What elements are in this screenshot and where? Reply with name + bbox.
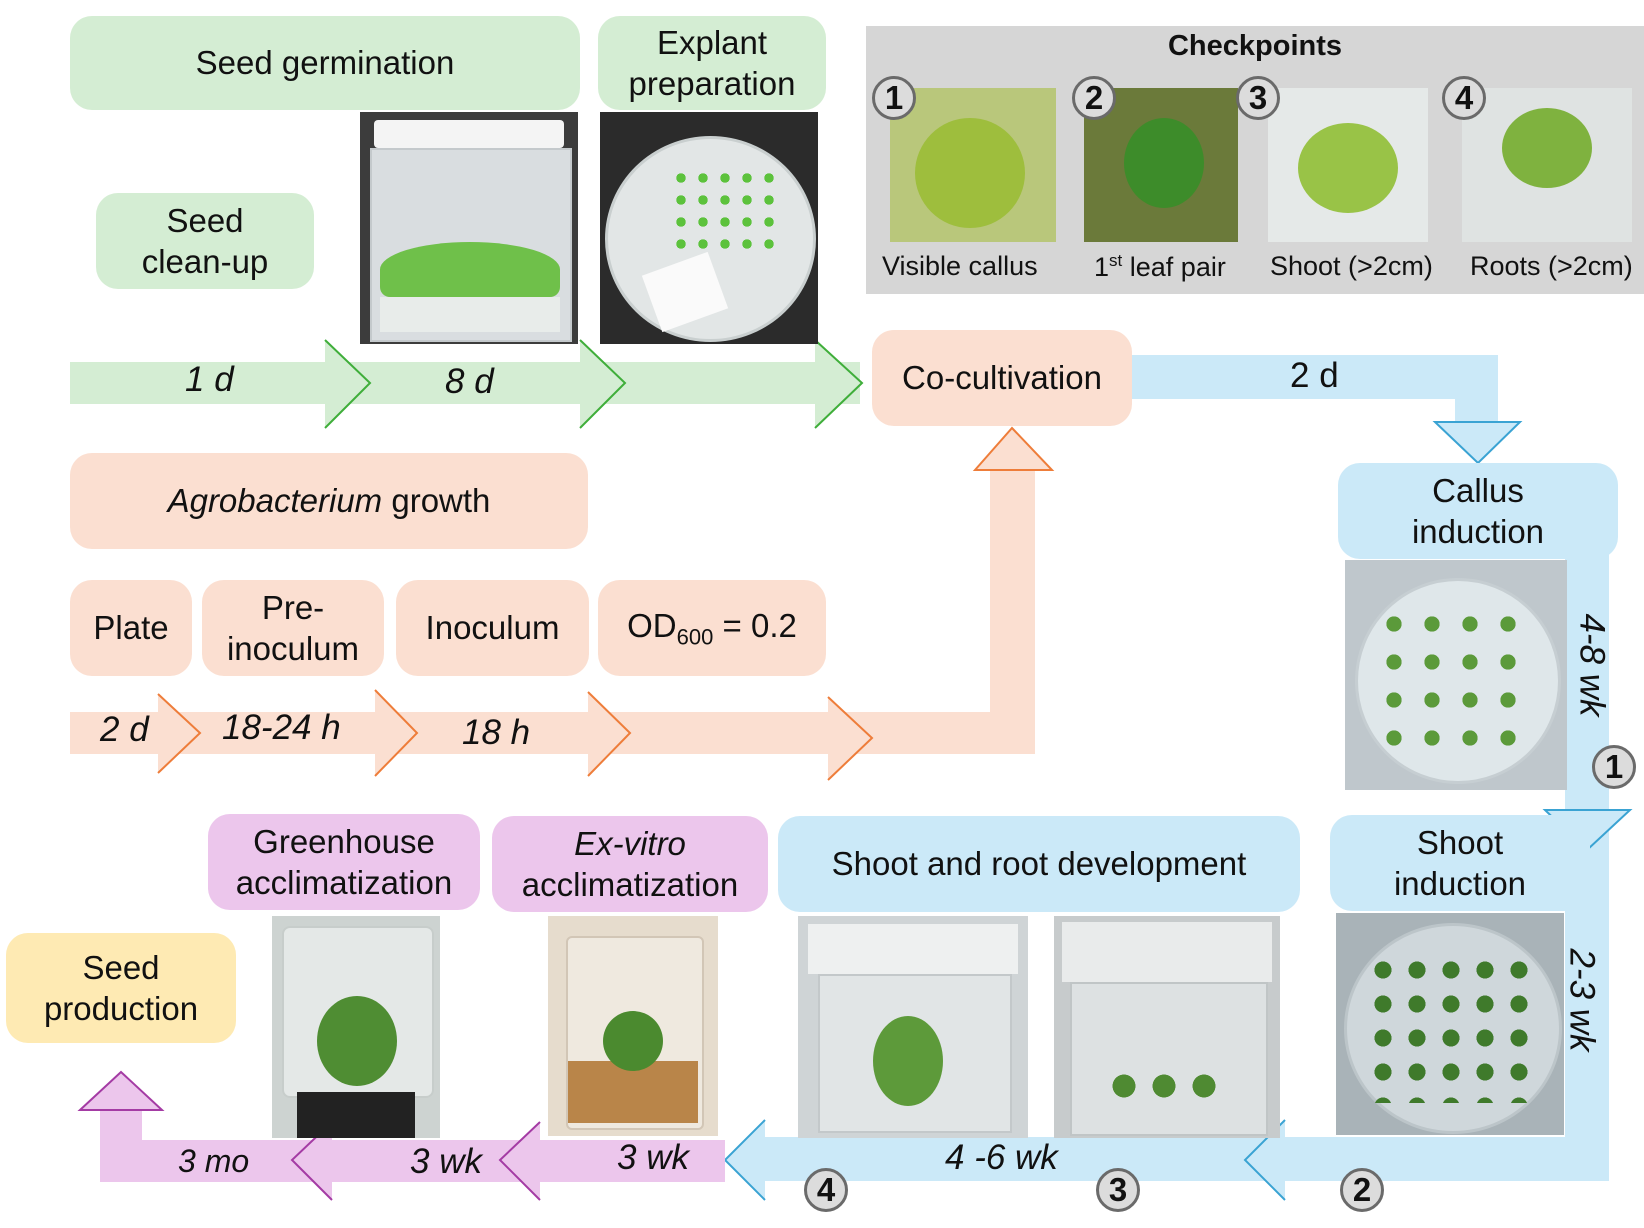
badge-4: 4 xyxy=(804,1168,848,1212)
salmon-timeline-band xyxy=(70,712,1035,754)
checkpoint-badge-4: 4 xyxy=(1442,76,1486,120)
green-chevron-1 xyxy=(324,339,372,429)
blue-top-band xyxy=(1130,355,1498,399)
badge-2: 2 xyxy=(1340,1168,1384,1212)
development-box-photo-1 xyxy=(798,916,1028,1138)
shoot-dish-photo xyxy=(1336,913,1564,1135)
blue-top-down-band xyxy=(1455,355,1498,423)
checkpoint-shoot-photo xyxy=(1268,88,1428,242)
salmon-chevron-1 xyxy=(157,693,202,774)
duration-preinoculum: 18-24 h xyxy=(222,708,341,747)
seed-production-box: Seed production xyxy=(6,933,236,1043)
checkpoint-roots-photo xyxy=(1462,88,1632,242)
seed-production-label: Seed production xyxy=(43,948,199,1027)
green-timeline-band xyxy=(70,362,860,404)
checkpoint-badge-3: 3 xyxy=(1236,76,1280,120)
germination-container-photo xyxy=(360,112,578,344)
blue-arrowhead-to-callus xyxy=(1432,421,1523,465)
shoot-induction-label: Shoot induction xyxy=(1393,823,1527,902)
checkpoint-caption-roots: Roots (>2cm) xyxy=(1470,251,1633,281)
preinoculum-box: Pre-inoculum xyxy=(202,580,384,676)
salmon-up-arrowhead xyxy=(972,426,1055,471)
checkpoint-callus-photo xyxy=(890,88,1056,242)
duration-plate: 2 d xyxy=(100,710,149,749)
checkpoint-caption-callus: Visible callus xyxy=(882,251,1038,281)
seed-cleanup-box: Seed clean-up xyxy=(96,193,314,289)
development-label: Shoot and root development xyxy=(831,845,1247,883)
cocultivation-box: Co-cultivation xyxy=(872,330,1132,426)
green-chevron-3 xyxy=(814,339,864,429)
pink-vertical-band xyxy=(100,1108,142,1182)
inoculum-box: Inoculum xyxy=(396,580,589,676)
blue-left-chevron-2 xyxy=(723,1119,766,1201)
duration-exvitro: 3 wk xyxy=(617,1138,689,1177)
explant-dish-photo xyxy=(600,112,818,344)
pink-bottom-band xyxy=(100,1140,725,1182)
checkpoint-caption-leaf: 1st leaf pair xyxy=(1094,251,1226,282)
pink-up-arrowhead xyxy=(77,1070,165,1111)
greenhouse-box: Greenhouse acclimatization xyxy=(208,814,480,910)
checkpoint-badge-1: 1 xyxy=(872,76,916,120)
checkpoints-title: Checkpoints xyxy=(1167,30,1343,62)
seed-cleanup-label: Seed clean-up xyxy=(141,201,269,280)
checkpoint-badge-2: 2 xyxy=(1072,76,1116,120)
duration-inoculum: 18 h xyxy=(462,713,531,752)
duration-cocultivation: 2 d xyxy=(1290,356,1339,395)
exvitro-jar-photo xyxy=(548,916,718,1136)
shoot-induction-box: Shoot induction xyxy=(1330,815,1590,911)
checkpoint-caption-shoot: Shoot (>2cm) xyxy=(1270,251,1433,281)
salmon-chevron-2 xyxy=(374,689,419,777)
callus-induction-box: Callus induction xyxy=(1338,463,1618,559)
plate-label: Plate xyxy=(93,609,169,647)
seed-germination-box: Seed germination xyxy=(70,16,580,110)
cocultivation-label: Co-cultivation xyxy=(902,359,1102,397)
badge-1: 1 xyxy=(1592,745,1636,789)
salmon-chevron-4 xyxy=(827,696,874,781)
seed-germination-label: Seed germination xyxy=(195,44,455,82)
duration-seed-germination: 8 d xyxy=(445,362,494,401)
development-box: Shoot and root development xyxy=(778,816,1300,912)
greenhouse-label: Greenhouse acclimatization xyxy=(235,822,453,901)
agrobacterium-growth-box: Agrobacterium growth xyxy=(70,453,588,549)
badge-3: 3 xyxy=(1096,1168,1140,1212)
explant-preparation-label: Explant preparation xyxy=(628,23,796,102)
greenhouse-pot-photo xyxy=(272,916,440,1138)
checkpoint-leaf-photo xyxy=(1084,88,1238,242)
checkpoints-panel: Checkpoints 1 2 3 4 Visible callus 1st l… xyxy=(866,26,1644,294)
blue-bottom-band xyxy=(760,1137,1609,1181)
od600-box: OD600 = 0.2 xyxy=(598,580,826,676)
inoculum-label: Inoculum xyxy=(425,609,560,647)
salmon-chevron-3 xyxy=(587,691,632,777)
agrobacterium-growth-label: Agrobacterium growth xyxy=(167,482,491,520)
pink-left-chevron-1 xyxy=(498,1121,541,1201)
duration-seed-production: 3 mo xyxy=(178,1143,250,1179)
development-box-photo-2 xyxy=(1054,916,1280,1138)
duration-seed-cleanup: 1 d xyxy=(185,360,234,399)
salmon-vertical-band xyxy=(990,470,1035,754)
callus-induction-label: Callus induction xyxy=(1411,471,1545,550)
od600-label: OD600 = 0.2 xyxy=(627,606,797,650)
duration-development: 4 -6 wk xyxy=(945,1138,1058,1177)
explant-preparation-box: Explant preparation xyxy=(598,16,826,110)
preinoculum-label: Pre-inoculum xyxy=(226,588,360,667)
duration-callus: 4-8 wk xyxy=(1572,613,1612,717)
duration-greenhouse: 3 wk xyxy=(410,1142,482,1181)
green-chevron-2 xyxy=(579,339,627,429)
plate-box: Plate xyxy=(70,580,192,676)
callus-dish-photo xyxy=(1345,560,1567,790)
duration-shoot-induction: 2-3 wk xyxy=(1562,948,1602,1052)
